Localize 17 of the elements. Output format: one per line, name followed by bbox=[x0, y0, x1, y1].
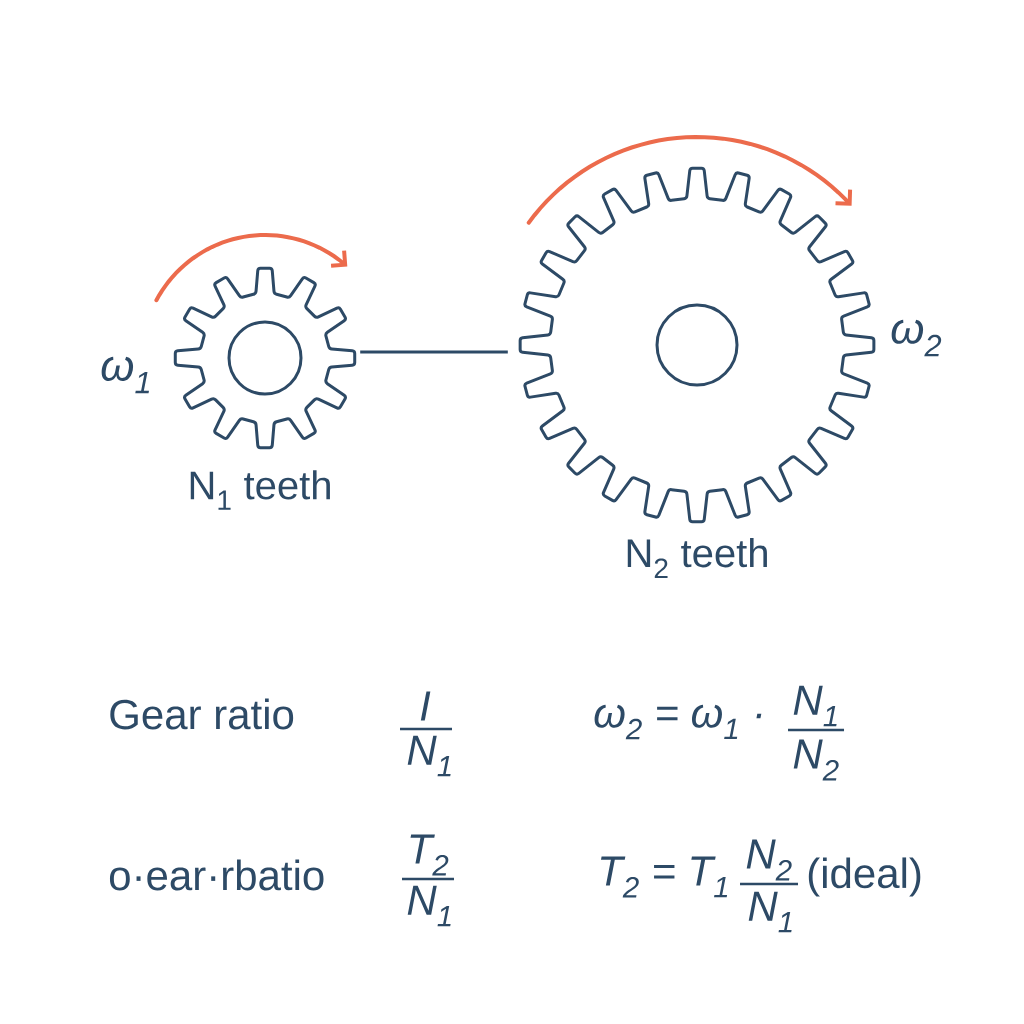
gear bbox=[518, 166, 876, 524]
connecting-line bbox=[360, 350, 508, 354]
speed-label: ω$_{2}$ bbox=[891, 319, 942, 357]
teeth-label: N$_{2}$ teeth bbox=[627, 538, 767, 578]
label: (ideal) bbox=[808, 857, 921, 897]
row-label: o·ear·rbatio bbox=[109, 859, 324, 891]
speed-label: ω$_{1}$ bbox=[101, 356, 149, 394]
fraction: T$_{2}$ N$_{1}$ bbox=[402, 834, 454, 927]
teeth-label: N$_{1}$ teeth bbox=[190, 470, 330, 510]
equation: T$_{2}$ = T$_{1}$ N$_{2}$ N$_{1}$ (ideal) bbox=[601, 839, 921, 933]
equation: ω$_{2}$ = ω$_{1}$ · N$_{1}$ N$_{2}$ bbox=[594, 685, 844, 781]
label: N$_{1}$ bbox=[748, 891, 792, 933]
label: N$_{2}$ bbox=[746, 839, 792, 881]
gear bbox=[173, 266, 357, 450]
label: T$_{2}$ = T$_{1}$ bbox=[600, 856, 728, 898]
row-label: Gear ratio bbox=[110, 698, 294, 730]
fraction: I N$_{1}$ bbox=[400, 691, 452, 777]
